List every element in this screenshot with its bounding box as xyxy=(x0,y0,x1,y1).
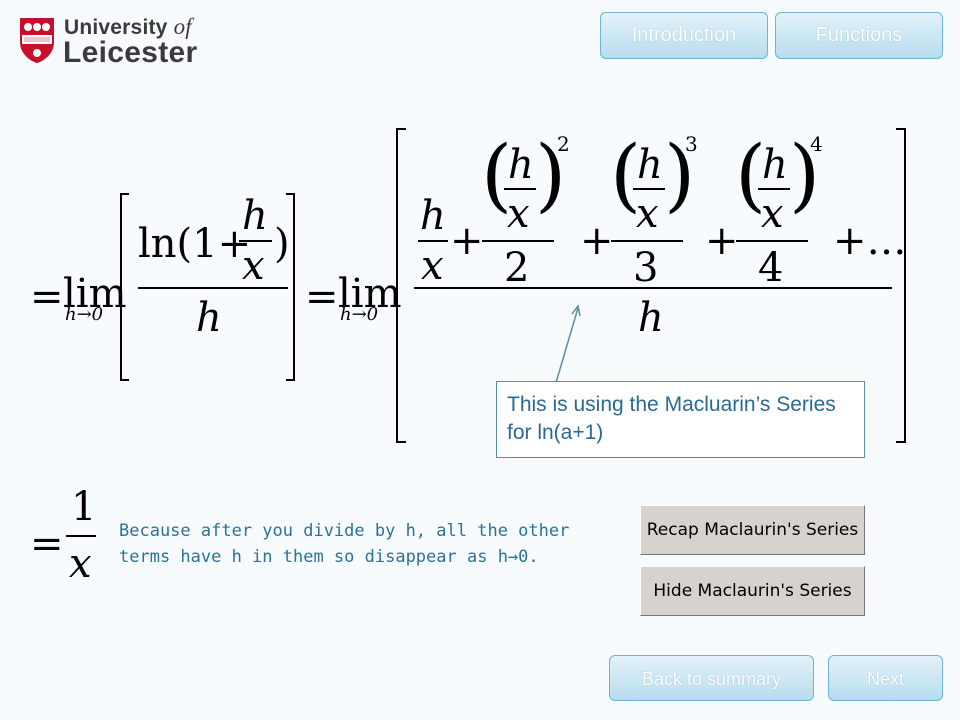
term2-inner-denominator: x xyxy=(507,191,530,237)
close-paren: ) xyxy=(274,221,290,267)
term2-divisor: 2 xyxy=(504,245,530,291)
lim-operator-2: lim xyxy=(338,271,402,317)
term3-divisor: 3 xyxy=(633,245,659,291)
term4-open-paren: ( xyxy=(735,128,767,221)
lim-subscript-2: h→0 xyxy=(340,304,379,325)
final-numerator: 1 xyxy=(71,484,97,530)
plus-sign-1: + xyxy=(450,218,484,264)
term4-close-paren: ) xyxy=(789,128,821,221)
term3-fraction-bar xyxy=(611,240,683,242)
final-denominator: x xyxy=(69,541,92,587)
term3-open-paren: ( xyxy=(610,128,642,221)
term3-inner-denominator: x xyxy=(636,191,659,237)
equals-sign-3: = xyxy=(30,521,64,567)
hide-maclaurin-button[interactable]: Hide Maclaurin's Series xyxy=(640,566,865,616)
term2-open-paren: ( xyxy=(481,128,513,221)
plus-sign-2: + xyxy=(580,218,614,264)
term2-inner-bar xyxy=(504,188,536,190)
university-logo: University of Leicester xyxy=(18,12,218,69)
functions-button[interactable]: Functions xyxy=(775,12,943,59)
logo-university-text: University of xyxy=(64,14,192,39)
plus-sign-3: + xyxy=(705,218,739,264)
term3-close-paren: ) xyxy=(664,128,696,221)
logo-leicester-text: Leicester xyxy=(63,36,198,69)
term2-exponent: 2 xyxy=(557,132,570,156)
lim-subscript-1: h→0 xyxy=(65,304,104,325)
term4-inner-bar xyxy=(758,188,790,190)
term1-numerator: h xyxy=(420,193,446,239)
explanation-text: Because after you divide by h, all the o… xyxy=(119,521,570,567)
right-bracket-1 xyxy=(286,193,295,381)
term3-inner-numerator: h xyxy=(637,142,663,188)
ln-text: ln(1+ xyxy=(138,221,252,267)
recap-maclaurin-button[interactable]: Recap Maclaurin's Series xyxy=(640,505,865,555)
left-bracket-1 xyxy=(120,193,129,381)
fraction-denominator-2: h xyxy=(638,295,664,341)
next-button[interactable]: Next xyxy=(828,655,943,701)
term4-inner-denominator: x xyxy=(761,191,784,237)
term4-fraction-bar xyxy=(736,240,808,242)
left-bracket-2 xyxy=(396,128,406,443)
university-crest-icon xyxy=(20,18,54,63)
term4-divisor: 4 xyxy=(758,245,784,291)
inner-fraction-denominator: x xyxy=(242,243,265,289)
term2-close-paren: ) xyxy=(535,128,567,221)
term4-exponent: 4 xyxy=(810,132,823,156)
term4-inner-numerator: h xyxy=(762,142,788,188)
inner-fraction-bar xyxy=(239,240,272,242)
fraction-denominator-1: h xyxy=(196,295,222,341)
term3-exponent: 3 xyxy=(685,132,698,156)
lim-operator-1: lim xyxy=(63,271,127,317)
callout-arrow-icon xyxy=(554,304,581,387)
fraction-bar-1 xyxy=(138,287,288,289)
term2-inner-numerator: h xyxy=(508,142,534,188)
maclaurin-callout: This is using the Macluarin’s Series for… xyxy=(496,381,865,458)
introduction-button[interactable]: Introduction xyxy=(600,12,768,59)
equals-sign-2: = xyxy=(305,274,339,320)
plus-ellipsis: +… xyxy=(833,218,907,264)
back-to-summary-button[interactable]: Back to summary xyxy=(609,655,814,701)
inner-fraction-numerator: h xyxy=(242,193,268,239)
final-fraction-bar xyxy=(66,535,96,537)
fraction-bar-2 xyxy=(414,287,892,289)
term2-fraction-bar xyxy=(482,240,554,242)
equals-sign-1: = xyxy=(30,274,64,320)
term3-inner-bar xyxy=(633,188,665,190)
term1-denominator: x xyxy=(421,243,444,289)
term1-fraction-bar xyxy=(418,240,448,242)
right-bracket-2 xyxy=(896,128,906,443)
